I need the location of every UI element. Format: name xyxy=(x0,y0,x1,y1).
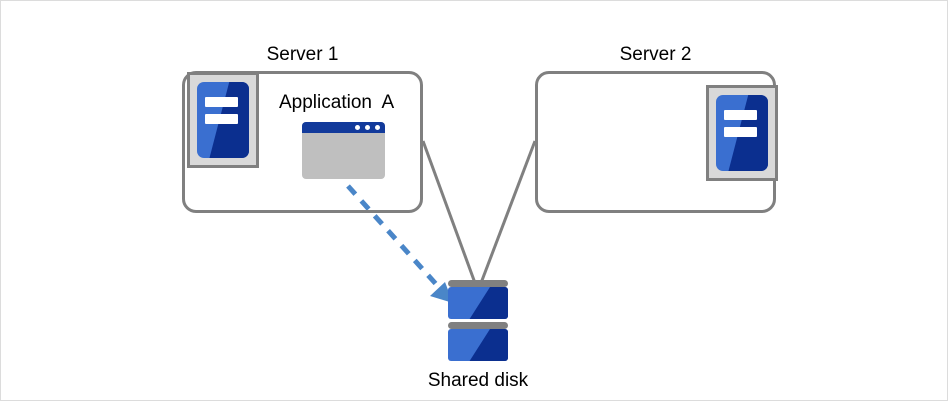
connector-server1-to-disk xyxy=(421,140,477,284)
server2-indicator-bar-2 xyxy=(724,126,757,137)
window-dot-2 xyxy=(365,125,370,130)
server2-indicator-bar-1 xyxy=(724,110,757,121)
application-a-label: Application A xyxy=(279,92,395,113)
disk-slab-top-shade xyxy=(469,287,508,319)
application-window-titlebar xyxy=(302,122,385,133)
disk-cap-top xyxy=(448,280,508,287)
server2-chassis xyxy=(716,95,768,171)
disk-cap-bottom xyxy=(448,322,508,329)
server1-box[interactable] xyxy=(182,71,423,213)
shared-disk-icon[interactable] xyxy=(448,280,508,361)
application-window-icon xyxy=(302,122,385,179)
disk-slab-bottom xyxy=(448,329,508,361)
window-dot-1 xyxy=(355,125,360,130)
disk-slab-bottom-shade xyxy=(469,329,508,361)
server1-indicator-bar-2 xyxy=(205,113,238,124)
server1-chassis xyxy=(197,82,249,158)
server2-machine-icon xyxy=(706,85,778,181)
server1-indicator-bar-1 xyxy=(205,97,238,108)
disk-slab-top xyxy=(448,287,508,319)
server2-title: Server 2 xyxy=(619,44,692,65)
connector-server2-to-disk xyxy=(479,140,537,284)
shared-disk-label: Shared disk xyxy=(427,370,529,391)
server1-machine-icon xyxy=(187,72,259,168)
window-dot-3 xyxy=(375,125,380,130)
server1-title: Server 1 xyxy=(266,44,339,65)
